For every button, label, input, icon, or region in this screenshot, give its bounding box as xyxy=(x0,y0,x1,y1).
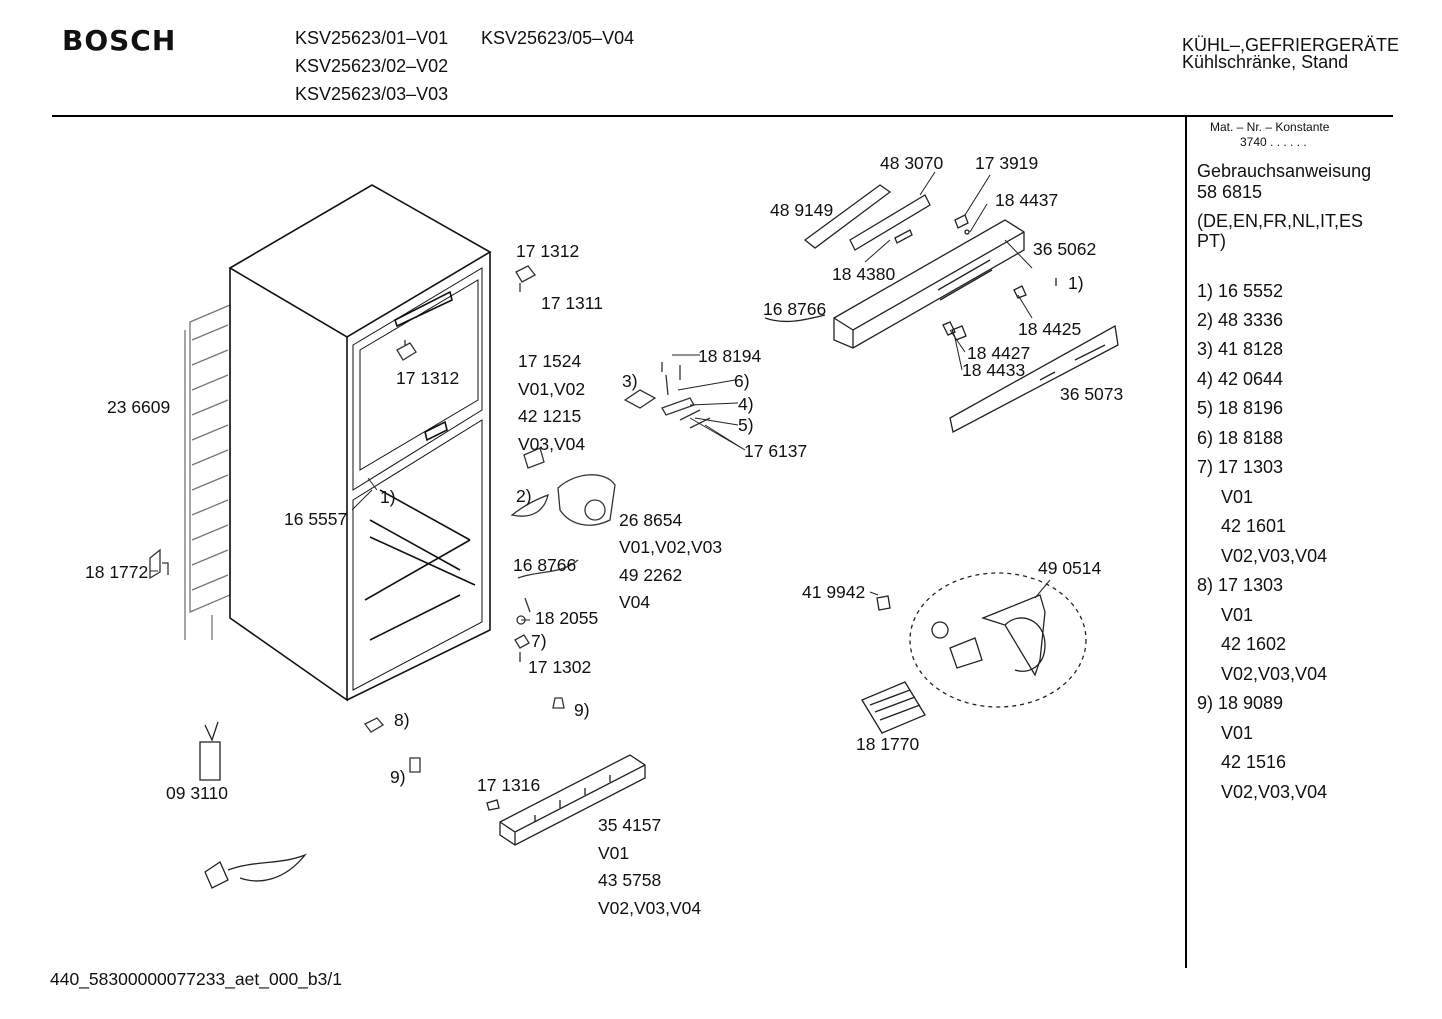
footnote-ref-label: 6) xyxy=(734,371,750,391)
part-number-label: 35 4157 xyxy=(598,815,662,835)
part-number-label: 17 1311 xyxy=(541,293,603,313)
category-title: KÜHL–,GEFRIERGERÄTE xyxy=(1182,35,1400,55)
part-number-label: 16 8766 xyxy=(763,299,827,319)
model-number: KSV25623/02–V02 xyxy=(295,56,449,76)
footnote-ref-label: 4) xyxy=(738,394,754,414)
part-number-label: 18 4380 xyxy=(832,264,896,284)
part-number-label: 17 6137 xyxy=(744,441,808,461)
variant-label: V01 xyxy=(598,843,630,863)
footnote-ref-label: 7) xyxy=(531,631,547,651)
footnote-item: V02,V03,V04 xyxy=(1221,664,1328,684)
footnote-ref-label: 1) xyxy=(380,487,396,507)
variant-label: V03,V04 xyxy=(518,434,586,454)
part-number-label: 17 1316 xyxy=(477,775,541,795)
footnote-ref-label: 8) xyxy=(394,710,410,730)
part-number-label: 18 4437 xyxy=(995,190,1059,210)
exploded-view-drawing xyxy=(149,171,1119,889)
footnote-ref-label: 2) xyxy=(516,486,532,506)
sidebar-divider xyxy=(1185,116,1187,968)
brand-logo: BOSCH xyxy=(62,24,177,57)
leader-lines xyxy=(150,171,1051,621)
thermostat-mount xyxy=(149,265,579,773)
bottom-grille xyxy=(486,754,646,846)
part-number-label: 36 5073 xyxy=(1060,384,1124,404)
footnote-item: V02,V03,V04 xyxy=(1221,782,1328,802)
model-number: KSV25623/01–V01 xyxy=(295,28,449,48)
footnote-item: V01 xyxy=(1221,487,1254,507)
part-number-label: 17 1312 xyxy=(396,368,460,388)
control-panel-parts xyxy=(764,184,1119,433)
footnote-item: V02,V03,V04 xyxy=(1221,546,1328,566)
mat-nr-label: Mat. – Nr. – Konstante xyxy=(1210,120,1330,134)
cabinet-outline xyxy=(228,184,492,702)
document-id: 440_58300000077233_aet_000_b3/1 xyxy=(50,969,342,989)
part-number-label: 36 5062 xyxy=(1033,239,1097,259)
part-number-label: 23 6609 xyxy=(107,397,171,417)
footnote-item: 2) 48 3336 xyxy=(1197,310,1284,330)
variant-label: V02,V03,V04 xyxy=(598,898,702,918)
part-number-label: 17 1524 xyxy=(518,351,582,371)
variant-label: V01,V02 xyxy=(518,379,586,399)
part-number-label: 43 5758 xyxy=(598,870,662,890)
footnote-ref-label: 3) xyxy=(622,371,638,391)
part-number-label: 18 2055 xyxy=(535,608,599,628)
part-number-label: 17 1302 xyxy=(528,657,592,677)
part-number-label: 41 9942 xyxy=(802,582,866,602)
part-number-label: 26 8654 xyxy=(619,510,683,530)
power-cord xyxy=(199,721,308,889)
footnote-item: 42 1602 xyxy=(1221,634,1287,654)
part-number-label: 18 4425 xyxy=(1018,319,1082,339)
footnote-ref-label: 9) xyxy=(574,700,590,720)
manual-number: 58 6815 xyxy=(1197,182,1263,202)
manual-languages: (DE,EN,FR,NL,IT,ES xyxy=(1197,211,1364,231)
footnote-item: 3) 41 8128 xyxy=(1197,339,1284,359)
footnote-item: 4) 42 0644 xyxy=(1197,369,1284,389)
condenser-coil xyxy=(184,304,231,640)
model-number: KSV25623/03–V03 xyxy=(295,84,449,104)
model-number: KSV25623/05–V04 xyxy=(481,28,635,48)
part-number-label: 09 3110 xyxy=(166,783,228,803)
part-number-label: 18 8194 xyxy=(698,346,762,366)
footnote-item: 8) 17 1303 xyxy=(1197,575,1284,595)
footnote-ref-label: 5) xyxy=(738,415,754,435)
footnote-item: V01 xyxy=(1221,605,1254,625)
footnote-item: 6) 18 8188 xyxy=(1197,428,1284,448)
footnote-item: 9) 18 9089 xyxy=(1197,693,1284,713)
footnote-item: 42 1601 xyxy=(1221,516,1287,536)
manual-title: Gebrauchsanweisung xyxy=(1197,161,1372,181)
part-number-label: 17 3919 xyxy=(975,153,1039,173)
footnote-item: 1) 16 5552 xyxy=(1197,281,1284,301)
part-number-label: 16 8766 xyxy=(513,555,577,575)
part-number-label: 42 1215 xyxy=(518,406,582,426)
category-subtitle: Kühlschränke, Stand xyxy=(1182,52,1349,72)
part-number-label: 18 4427 xyxy=(967,343,1031,363)
variant-label: V01,V02,V03 xyxy=(619,537,723,557)
variant-label: V04 xyxy=(619,592,651,612)
part-number-label: 48 3070 xyxy=(880,153,944,173)
manual-languages: PT) xyxy=(1197,231,1226,251)
header-divider xyxy=(52,115,1393,117)
part-number-label: 18 4433 xyxy=(962,360,1026,380)
part-number-label: 48 9149 xyxy=(770,200,834,220)
footnote-ref-label: 9) xyxy=(390,767,406,787)
part-number-label: 17 1312 xyxy=(516,241,580,261)
footnote-item: 7) 17 1303 xyxy=(1197,457,1284,477)
footnote-ref-label: 1) xyxy=(1068,273,1084,293)
part-number-label: 18 1770 xyxy=(856,734,920,754)
part-number-label: 18 1772 xyxy=(85,562,149,582)
part-number-label: 49 0514 xyxy=(1038,558,1102,578)
footnote-item: 42 1516 xyxy=(1221,752,1287,772)
mat-nr-value: 3740 . . . . . . xyxy=(1240,135,1307,149)
part-number-label: 49 2262 xyxy=(619,565,683,585)
fan-assembly xyxy=(861,572,1087,734)
part-number-label: 16 5557 xyxy=(284,509,348,529)
footnote-item: 5) 18 8196 xyxy=(1197,398,1284,418)
footnote-item: V01 xyxy=(1221,723,1254,743)
